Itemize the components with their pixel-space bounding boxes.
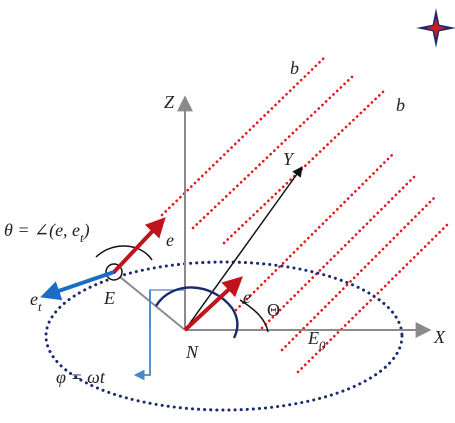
vector-e-at-E-label: e — [166, 230, 174, 250]
theta-angle-arc — [95, 245, 153, 261]
phi-angle-arc — [154, 286, 239, 339]
point-E-label: E — [103, 288, 115, 308]
beam-line — [260, 174, 417, 330]
compass-star-icon — [416, 8, 455, 48]
vector-e-at-E — [112, 217, 166, 274]
vector-e-at-N-label: e — [243, 287, 251, 307]
orbit-ellipse — [44, 260, 404, 412]
point-E0-label: E0 — [307, 328, 326, 353]
vector-e-at-N — [183, 276, 243, 332]
big-theta-angle-arc — [239, 299, 269, 333]
theta-formula: θ = ∠(e, et) — [4, 220, 90, 245]
big-theta-label: Θ — [267, 300, 280, 320]
axis-y-label: Y — [283, 149, 295, 169]
beam-line — [234, 150, 397, 312]
beam-line — [160, 55, 327, 217]
beam-line — [222, 88, 387, 245]
point-N-label: N — [185, 342, 199, 362]
axis-y-line — [184, 166, 303, 331]
phi-indicator-arrow — [133, 290, 151, 381]
beam-lines — [160, 55, 452, 374]
phi-formula: φ = ωt — [56, 367, 106, 387]
beam-label-lower: b — [396, 95, 405, 115]
beam-label-upper: b — [290, 58, 299, 78]
vector-et — [40, 270, 115, 301]
projection-bracket — [149, 289, 185, 330]
vector-et-label: et — [30, 289, 42, 314]
axis-x-label: X — [433, 327, 446, 347]
beam-line — [280, 196, 436, 352]
beam-line — [191, 72, 357, 230]
axis-z-label: Z — [164, 92, 175, 112]
